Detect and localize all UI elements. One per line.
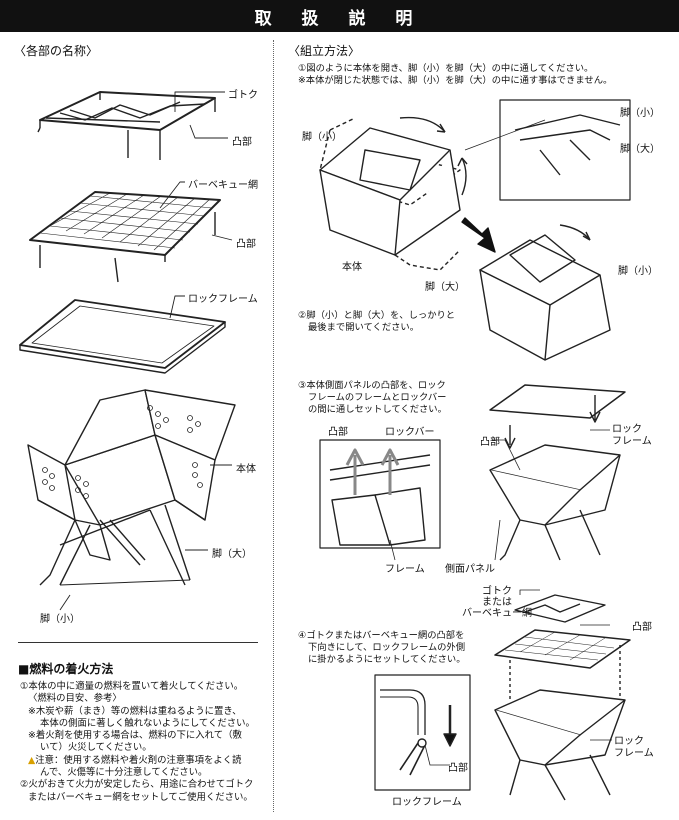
- step1-label-leg-small: 脚（小）: [302, 132, 342, 143]
- body-holes: [42, 405, 203, 499]
- step1-text: ①図のように本体を開き、脚（小）を脚（大）の中に通してください。 ※本体が閉じた…: [298, 63, 612, 87]
- assembly-heading: 〈組立方法〉: [288, 44, 361, 58]
- step1-line-2: ※本体が閉じた状態では、脚（小）を脚（大）の中に通す事はできません。: [298, 75, 613, 86]
- step2-text: ②脚（小）と脚（大）を、しっかりと 最後まで開いてください。: [298, 310, 455, 334]
- step4-label-totsubu: 凸部: [632, 622, 652, 633]
- step1-label-body: 本体: [342, 262, 362, 273]
- step4-line-1: ④ゴトクまたはバーベキュー網の凸部を: [298, 630, 465, 641]
- step1-open-leg-small: 脚（小）: [618, 266, 658, 277]
- bbq-net-illustration: [29, 191, 221, 256]
- step4-gotoku-line-2: または: [482, 597, 512, 608]
- step1-open-body: [479, 224, 611, 361]
- step4-lock-frame-line-2: フレーム: [614, 748, 654, 759]
- step3-label-totsubu-right: 凸部: [480, 437, 500, 448]
- step4-net-mesh: [504, 631, 615, 661]
- fire-line-9: ②火がおきて火力が安定したら、用途に合わせてゴトク: [20, 779, 254, 791]
- label-gotoku: ゴトク: [228, 90, 258, 101]
- step3-label-lock-frame: ロック フレーム: [612, 424, 652, 448]
- step4-label-gotoku: ゴトク または バーベキュー網: [462, 586, 532, 619]
- label-bbq-net: バーベキュー網: [188, 180, 258, 191]
- step4-detail-totsubu: 凸部: [448, 763, 468, 774]
- step4-detail-lock-frame: ロックフレーム: [392, 797, 462, 808]
- fire-instructions: ①本体の中に適量の燃料を置いて着火してください。 〈燃料の目安、参考〉 ※木炭や…: [20, 681, 270, 804]
- bbq-net-mesh: [39, 192, 213, 251]
- fire-line-4: 本体の側面に著しく触れないようにしてください。: [40, 717, 255, 729]
- label-totsubu-2: 凸部: [236, 239, 256, 250]
- label-leg-large: 脚（大）: [212, 549, 252, 560]
- step4-line-3: に掛かるようにセットしてください。: [308, 654, 466, 665]
- step1-arrows: [399, 116, 468, 196]
- bbq-net-legs: [39, 212, 216, 283]
- step3-detail-box: [319, 439, 441, 549]
- step3-leaders: [389, 429, 610, 561]
- fire-line-2: 〈燃料の目安、参考〉: [28, 693, 122, 705]
- step3-body: [489, 444, 621, 561]
- step2-line-2: 最後まで開いてください。: [308, 322, 420, 333]
- step4-leaders: [519, 589, 612, 741]
- step4-body: [494, 645, 626, 801]
- step3-lock-frame-line-2: フレーム: [612, 436, 652, 447]
- parts-leaders: [59, 91, 233, 611]
- step1-detail-box: [464, 99, 631, 201]
- step1-folded-body: [319, 117, 461, 271]
- step1-detail-leg-large: 脚（大）: [620, 144, 660, 155]
- step4-text: ④ゴトクまたはバーベキュー網の凸部を 下向きにして、ロックフレームの外側 に掛か…: [298, 630, 466, 666]
- step3-line-2: フレームのフレームとロックバー: [308, 392, 447, 403]
- fire-line-3: ※木炭や薪（まき）等の燃料は重ねるように置き、: [28, 705, 242, 717]
- step3-label-frame: フレーム: [385, 564, 425, 575]
- fire-heading: ■燃料の着火方法: [18, 662, 114, 676]
- step3-frame: [489, 384, 626, 449]
- step1-black-arrow: [461, 217, 496, 253]
- label-leg-small: 脚（小）: [40, 614, 80, 625]
- parts-heading: 〈各部の名称〉: [14, 44, 99, 58]
- step4-detail-box: [374, 674, 471, 791]
- step2-line-1: ②脚（小）と脚（大）を、しっかりと: [298, 310, 456, 321]
- step4-gotoku-line-3: バーベキュー網: [462, 608, 532, 619]
- step3-line-1: ③本体側面パネルの凸部を、ロック: [298, 380, 446, 391]
- step4-label-lock-frame: ロック フレーム: [614, 736, 654, 760]
- step4-gotoku-line-1: ゴトク: [482, 586, 512, 597]
- step4-line-2: 下向きにして、ロックフレームの外側: [308, 642, 466, 653]
- fire-line-7: 注意：使用する燃料や着火剤の注意事項をよく読: [35, 754, 242, 766]
- body-legs: [39, 504, 191, 586]
- step3-text: ③本体側面パネルの凸部を、ロック フレームのフレームとロックバー の間に通しセッ…: [298, 380, 447, 416]
- step4-gotoku: [514, 594, 606, 623]
- step4-lock-frame-line-1: ロック: [614, 736, 644, 747]
- step1-line-1: ①図のように本体を開き、脚（小）を脚（大）の中に通してください。: [298, 63, 594, 74]
- section-divider: [18, 642, 258, 643]
- title-bar: 取 扱 説 明: [0, 0, 679, 32]
- fire-line-6: いて）火災してください。: [40, 742, 152, 754]
- step1-label-leg-large: 脚（大）: [425, 282, 465, 293]
- body-illustration: [27, 389, 236, 561]
- step3-label-lock-bar: ロックバー: [385, 427, 435, 438]
- fire-line-5: ※着火剤を使用する場合は、燃料の下に入れて（敷: [28, 730, 242, 742]
- warning-icon: ▲: [28, 754, 36, 766]
- fire-line-10: またはバーベキュー網をセットしてご使用ください。: [28, 791, 253, 803]
- step1-detail-leg-small: 脚（小）: [620, 108, 660, 119]
- fire-line-8: んで、火傷等に十分注意してください。: [40, 767, 208, 779]
- step3-label-totsubu: 凸部: [328, 427, 348, 438]
- label-lock-frame: ロックフレーム: [188, 294, 258, 305]
- column-divider: [273, 40, 274, 812]
- gotoku-illustration: [37, 91, 216, 160]
- step3-label-side-panel: 側面パネル: [445, 564, 495, 575]
- lock-frame-illustration: [19, 299, 226, 374]
- page-title: 取 扱 説 明: [254, 8, 425, 29]
- fire-line-1: ①本体の中に適量の燃料を置いて着火してください。: [20, 681, 244, 692]
- step3-line-3: の間に通しセットしてください。: [308, 404, 447, 415]
- label-body: 本体: [236, 464, 256, 475]
- label-totsubu-1: 凸部: [232, 137, 252, 148]
- step3-lock-frame-line-1: ロック: [612, 424, 642, 435]
